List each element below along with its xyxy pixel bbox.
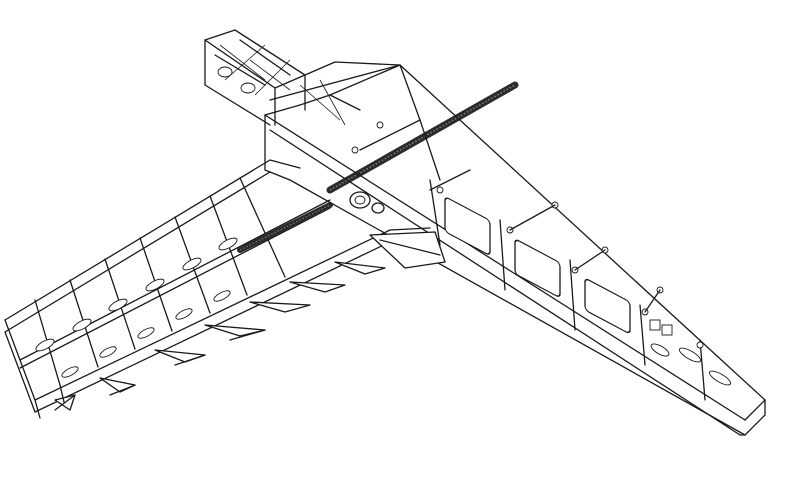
root-gusset-tray	[369, 227, 446, 269]
wing-lightening-holes	[35, 237, 238, 378]
wing-leading-edge-top	[4, 159, 301, 321]
threaded-rod-icon	[237, 81, 519, 253]
fuselage-top-longeron-left	[264, 114, 746, 421]
left-wing-frame	[4, 159, 391, 419]
wing-mid-spar-bottom	[19, 207, 331, 369]
trailing-edge-fins	[54, 261, 386, 411]
wing-leading-edge-bottom	[4, 171, 271, 333]
fuselage-top-front	[264, 104, 301, 116]
wing-tip-rib-lower	[4, 331, 36, 413]
fuselage-top-crossmembers	[299, 64, 661, 313]
nose-box-frame	[204, 29, 401, 126]
fuselage-cutouts	[444, 197, 732, 386]
wing-trailing-spar-top	[34, 229, 391, 401]
fuselage-tail-end	[739, 399, 766, 436]
bearing-icon	[349, 191, 385, 214]
wing-tip-struts	[34, 384, 65, 419]
fuselage-truss	[264, 64, 766, 436]
fuselage-top-longeron-right	[269, 64, 766, 401]
fuselage-side-frames	[264, 64, 746, 436]
wing-mid-spar-top	[19, 199, 331, 361]
